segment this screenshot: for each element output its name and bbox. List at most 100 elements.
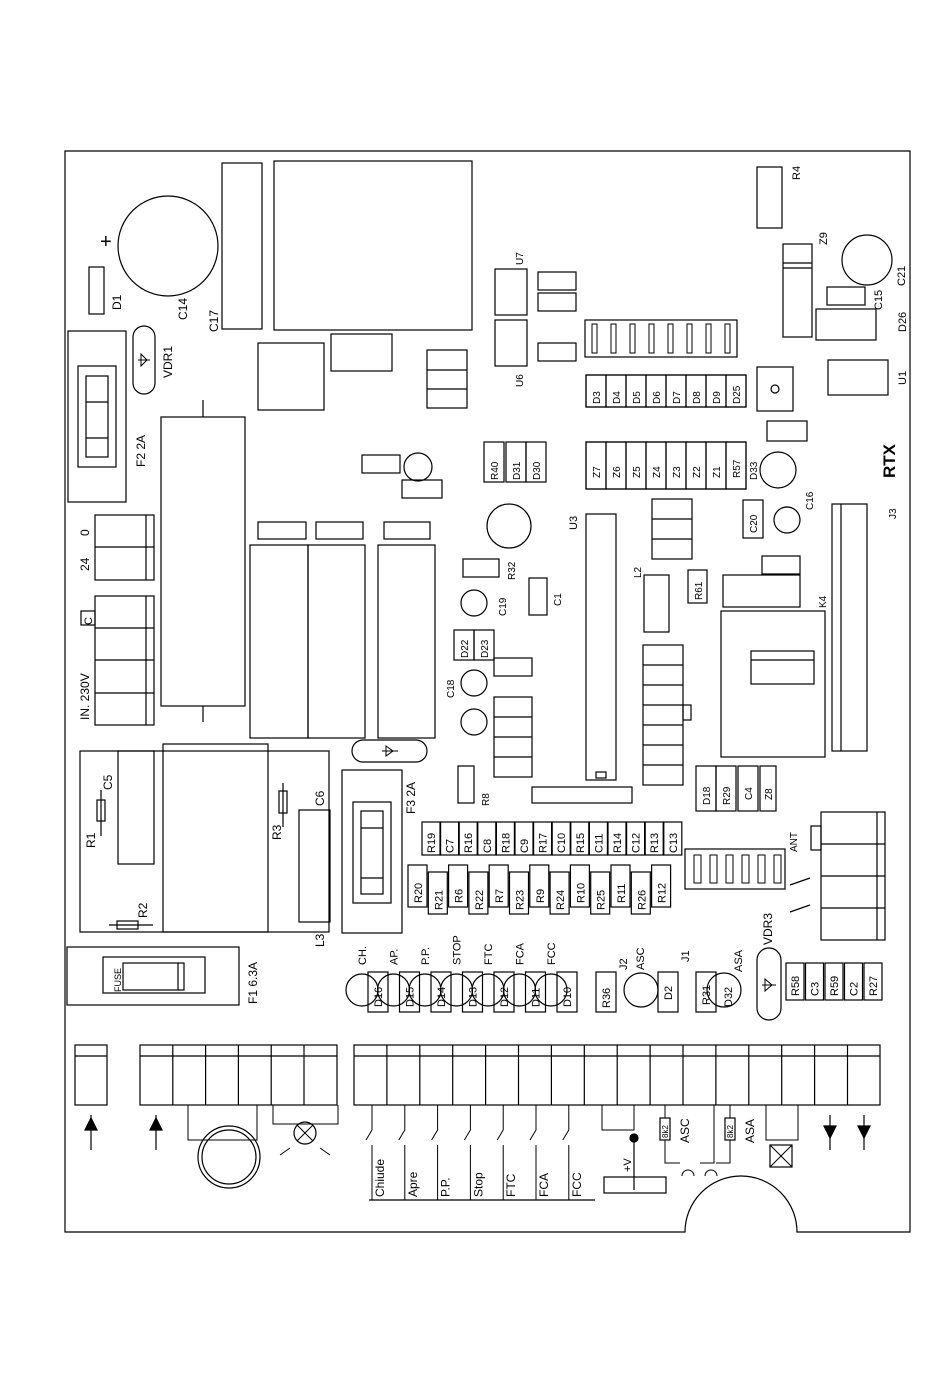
svg-text:C19: C19 <box>498 597 509 616</box>
part-r27 <box>863 962 883 1001</box>
led-label-0: CH. <box>357 946 369 965</box>
label-c11: C11 <box>593 834 605 853</box>
vdr1 <box>132 325 156 395</box>
led-label-2: P.P. <box>420 947 432 965</box>
input-switch-3 <box>463 1105 471 1200</box>
label-r17: R17 <box>538 833 550 853</box>
input-label-4: FTC <box>504 1173 518 1197</box>
svg-text:D2: D2 <box>663 986 675 1000</box>
svg-text:D30: D30 <box>532 461 543 480</box>
part-r7 <box>488 864 509 908</box>
svg-text:D1: D1 <box>110 294 124 310</box>
svg-text:R36: R36 <box>601 988 613 1008</box>
input-switch-5 <box>529 1105 537 1200</box>
label-z3: Z3 <box>672 466 683 478</box>
svg-text:U6: U6 <box>515 374 526 387</box>
svg-text:U7: U7 <box>515 252 526 265</box>
input-switch-6 <box>562 1105 570 1200</box>
led-6 <box>534 973 568 1007</box>
svg-text:24: 24 <box>78 557 92 571</box>
svg-text:C18: C18 <box>446 679 457 698</box>
part-r11 <box>610 864 631 908</box>
svg-text:R32: R32 <box>507 561 518 580</box>
plus-v-block <box>603 1176 667 1194</box>
led-label-1: AP. <box>389 949 401 965</box>
label-r19: R19 <box>426 833 438 853</box>
label-r59: R59 <box>829 976 841 996</box>
label-r27: R27 <box>868 976 880 996</box>
label-c8: C8 <box>482 839 494 853</box>
svg-text:+: + <box>100 231 112 253</box>
svg-text:ASA: ASA <box>733 949 745 972</box>
svg-text:R2: R2 <box>136 902 150 918</box>
capacitor-c17 <box>221 162 263 330</box>
label-d6: D6 <box>652 391 663 404</box>
label-c2: C2 <box>849 982 861 996</box>
svg-text:C21: C21 <box>896 266 908 286</box>
relay-1 <box>249 544 309 739</box>
svg-text:R8: R8 <box>481 793 492 806</box>
svg-text:D33: D33 <box>749 461 760 480</box>
label-d8: D8 <box>692 391 703 404</box>
arrow-up-icon <box>149 1116 163 1131</box>
input-label-5: FCA <box>537 1173 551 1197</box>
svg-text:C6: C6 <box>313 790 327 806</box>
label-d7: D7 <box>672 391 683 404</box>
input-label-1: Apre <box>406 1171 420 1197</box>
label-c7: C7 <box>445 839 457 853</box>
svg-text:R40: R40 <box>490 461 501 480</box>
svg-text:L2: L2 <box>633 566 644 578</box>
label-r6: R6 <box>454 889 466 903</box>
part-r6 <box>448 864 469 908</box>
svg-text:D26: D26 <box>897 312 909 332</box>
svg-text:J3: J3 <box>888 508 899 519</box>
svg-text:K4: K4 <box>818 595 829 608</box>
part-r26 <box>630 871 651 915</box>
lamp-icon <box>293 1121 317 1145</box>
part-z3 <box>665 441 687 490</box>
relay-2 <box>307 544 366 739</box>
part-r25 <box>590 871 611 915</box>
svg-text:R4: R4 <box>791 166 803 180</box>
label-r22: R22 <box>474 890 486 910</box>
relay-k4 <box>720 610 826 758</box>
svg-text:D32: D32 <box>723 987 735 1007</box>
label-d5: D5 <box>632 391 643 404</box>
svg-text:R61: R61 <box>694 581 705 600</box>
svg-text:U1: U1 <box>897 371 909 385</box>
label-r26: R26 <box>636 890 648 910</box>
contact-label-asa: ASA <box>743 1119 757 1143</box>
part-r57 <box>725 441 747 490</box>
part-r12 <box>650 864 672 908</box>
ic-u3 <box>585 513 617 781</box>
input-label-6: FCC <box>570 1172 584 1197</box>
label-z4: Z4 <box>652 466 663 478</box>
d1-part <box>88 266 105 315</box>
svg-text:U3: U3 <box>568 516 580 530</box>
part-z5 <box>625 441 647 490</box>
label-c13: C13 <box>668 833 680 853</box>
svg-text:F3 2A: F3 2A <box>404 782 418 814</box>
led-label-3: STOP <box>452 935 464 965</box>
label-d4: D4 <box>612 391 623 404</box>
label-r58: R58 <box>790 976 802 996</box>
diode-d13 <box>461 971 484 1013</box>
svg-text:D31: D31 <box>512 461 523 480</box>
svg-text:C15: C15 <box>873 290 885 310</box>
svg-text:C5: C5 <box>101 774 115 790</box>
label-r7: R7 <box>494 889 506 903</box>
part-r20 <box>407 864 428 908</box>
diode-d14 <box>430 971 452 1013</box>
part-r19 <box>421 821 441 856</box>
part-r59 <box>824 962 844 1001</box>
svg-text:FUSE: FUSE <box>113 968 123 992</box>
part-r23 <box>508 871 530 915</box>
part-c7 <box>440 821 460 856</box>
transformer <box>273 160 473 331</box>
part-z4 <box>645 441 667 490</box>
label-r15: R15 <box>575 833 587 853</box>
label-r18: R18 <box>500 833 512 853</box>
